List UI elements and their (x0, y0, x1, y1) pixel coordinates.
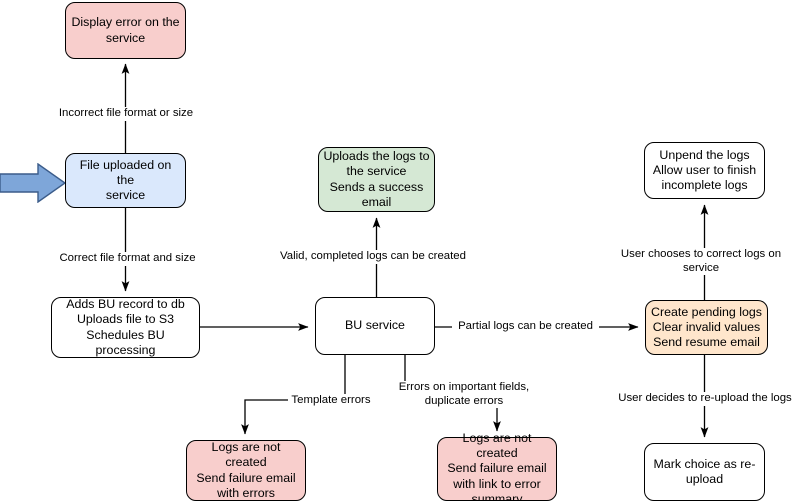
node-bu-service[interactable]: BU service (315, 297, 435, 355)
node-display-error[interactable]: Display error on the service (65, 2, 186, 59)
node-file-uploaded-on-the-service[interactable]: File uploaded on the service (65, 153, 186, 208)
node-unpend-the-logs[interactable]: Unpend the logs Allow user to finish inc… (644, 142, 765, 199)
node-mark-choice-as-re-upload[interactable]: Mark choice as re- upload (644, 443, 765, 501)
edge-label-correct-file-format-and-size: Correct file format and size (50, 252, 205, 266)
edge-label-template-errors: Template errors (288, 394, 374, 408)
blue-entry-arrow (0, 163, 66, 203)
edge-label-errors-on-important-fields: Errors on important fields, duplicate er… (392, 381, 536, 409)
node-adds-bu-record-to-db[interactable]: Adds BU record to db Uploads file to S3 … (51, 297, 200, 358)
edge-label-partial-logs-can-be-created: Partial logs can be created (452, 320, 599, 334)
node-logs-not-created-with-link-to-error-summary[interactable]: Logs are not created Send failure email … (437, 431, 557, 501)
edge-label-user-decides-to-re-upload: User decides to re-upload the logs (615, 392, 795, 406)
node-create-pending-logs[interactable]: Create pending logs Clear invalid values… (645, 300, 768, 355)
node-logs-not-created-with-errors[interactable]: Logs are not created Send failure email … (186, 440, 306, 501)
edge-label-user-chooses-to-correct-logs: User chooses to correct logs on service (601, 248, 801, 276)
edge-label-incorrect-file-format-or-size: Incorrect file format or size (48, 107, 204, 121)
edge-label-valid-completed-logs: Valid, completed logs can be created (278, 250, 468, 264)
node-uploads-the-logs[interactable]: Uploads the logs to the service Sends a … (318, 147, 435, 212)
